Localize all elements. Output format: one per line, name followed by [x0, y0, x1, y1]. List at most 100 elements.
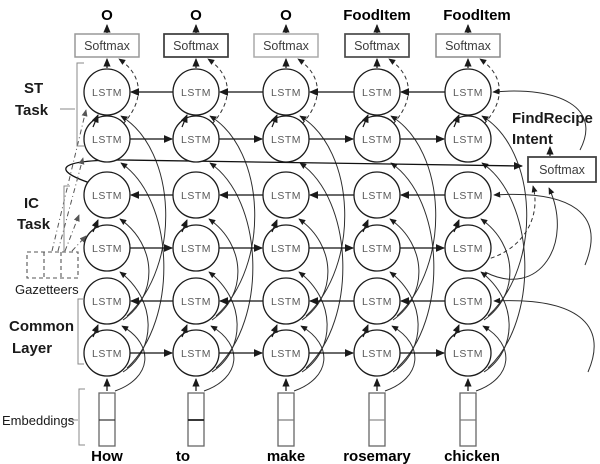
embedding-box — [368, 392, 386, 447]
lstm-node: LSTM — [353, 115, 401, 163]
intent-label-line1: FindRecipe — [512, 110, 593, 127]
lstm-label: LSTM — [92, 348, 122, 360]
lstm-label: LSTM — [92, 243, 122, 255]
intent-label: FindRecipe Intent — [512, 110, 593, 148]
lstm-node: LSTM — [83, 277, 131, 325]
skip-connection-arcs — [114, 58, 595, 392]
lstm-label: LSTM — [453, 134, 483, 146]
ic-task-label: IC Task — [17, 195, 51, 233]
lstm-node: LSTM — [172, 68, 220, 116]
softmax-box: Softmax — [344, 33, 410, 58]
ic-label-line1: IC — [24, 195, 39, 212]
lstm-label: LSTM — [362, 243, 392, 255]
lstm-node: LSTM — [262, 277, 310, 325]
lstm-label: LSTM — [271, 348, 301, 360]
lstm-label: LSTM — [271, 87, 301, 99]
st-label-line1: ST — [24, 80, 43, 97]
lstm-label: LSTM — [92, 134, 122, 146]
lstm-node: LSTM — [172, 224, 220, 272]
lstm-grid: LSTM LSTM LSTM LSTM LSTM LSTM LSTM LSTM … — [83, 68, 492, 377]
lstm-node: LSTM — [262, 224, 310, 272]
lstm-node: LSTM — [172, 171, 220, 219]
tag-label: FoodItem — [343, 7, 411, 24]
softmax-label: Softmax — [445, 39, 492, 53]
lstm-node: LSTM — [353, 68, 401, 116]
softmax-label: Softmax — [84, 39, 131, 53]
lstm-node: LSTM — [262, 329, 310, 377]
lstm-label: LSTM — [181, 348, 211, 360]
softmax-box: Softmax — [253, 33, 319, 58]
lstm-label: LSTM — [362, 87, 392, 99]
softmax-box: Softmax — [74, 33, 140, 58]
layer-up-arrows — [91, 24, 554, 391]
lstm-node: LSTM — [353, 329, 401, 377]
lstm-label: LSTM — [453, 296, 483, 308]
input-word: make — [267, 448, 305, 464]
lstm-node: LSTM — [444, 329, 492, 377]
common-layer-label: Common Layer — [9, 318, 74, 357]
intent-label-line2: Intent — [512, 131, 553, 148]
softmax-label: Softmax — [263, 39, 310, 53]
embedding-box — [459, 392, 477, 447]
embedding-box — [277, 392, 295, 447]
lstm-label: LSTM — [453, 87, 483, 99]
lstm-label: LSTM — [92, 87, 122, 99]
gazetteers-label: Gazetteers — [15, 282, 79, 297]
lstm-node: LSTM — [83, 224, 131, 272]
common-label-line1: Common — [9, 318, 74, 335]
output-tags: O O O FoodItem FoodItem — [101, 7, 511, 24]
softmax-label: Softmax — [354, 39, 401, 53]
softmax-box: Softmax — [163, 33, 229, 58]
input-word: rosemary — [343, 448, 411, 464]
lstm-label: LSTM — [181, 243, 211, 255]
recurrent-arrows — [129, 88, 446, 357]
lstm-label: LSTM — [181, 87, 211, 99]
lstm-label: LSTM — [181, 190, 211, 202]
lstm-label: LSTM — [453, 190, 483, 202]
lstm-node: LSTM — [444, 224, 492, 272]
lstm-label: LSTM — [362, 134, 392, 146]
lstm-node: LSTM — [83, 68, 131, 116]
lstm-node: LSTM — [172, 277, 220, 325]
lstm-label: LSTM — [181, 134, 211, 146]
lstm-node: LSTM — [83, 115, 131, 163]
input-word: to — [176, 448, 190, 464]
lstm-node: LSTM — [444, 171, 492, 219]
lstm-label: LSTM — [92, 296, 122, 308]
embedding-box — [187, 392, 205, 447]
lstm-node: LSTM — [83, 329, 131, 377]
tag-label: O — [101, 7, 113, 24]
tag-label: O — [190, 7, 202, 24]
lstm-node: LSTM — [444, 68, 492, 116]
softmax-box: Softmax — [435, 33, 501, 58]
lstm-node: LSTM — [83, 171, 131, 219]
lstm-node: LSTM — [262, 171, 310, 219]
embedding-box — [98, 392, 116, 447]
st-label-line2: Task — [15, 102, 49, 119]
lstm-node: LSTM — [353, 171, 401, 219]
lstm-label: LSTM — [271, 243, 301, 255]
lstm-label: LSTM — [181, 296, 211, 308]
st-task-label: ST Task — [15, 80, 49, 119]
common-label-line2: Layer — [12, 340, 52, 357]
ic-label-line2: Task — [17, 216, 51, 233]
embedding-boxes — [98, 392, 477, 447]
lstm-label: LSTM — [453, 348, 483, 360]
lstm-label: LSTM — [453, 243, 483, 255]
intent-softmax-box: Softmax — [527, 156, 597, 183]
lstm-label: LSTM — [271, 190, 301, 202]
lstm-node: LSTM — [444, 115, 492, 163]
embeddings-label: Embeddings — [2, 413, 75, 428]
lstm-node: LSTM — [444, 277, 492, 325]
tag-label: FoodItem — [443, 7, 511, 24]
softmax-label: Softmax — [173, 39, 220, 53]
tag-label: O — [280, 7, 292, 24]
input-word: How — [91, 448, 123, 464]
lstm-node: LSTM — [353, 224, 401, 272]
lstm-node: LSTM — [262, 68, 310, 116]
input-words: How to make rosemary chicken — [91, 448, 500, 464]
gazetteer-connections — [51, 109, 88, 252]
lstm-node: LSTM — [172, 115, 220, 163]
